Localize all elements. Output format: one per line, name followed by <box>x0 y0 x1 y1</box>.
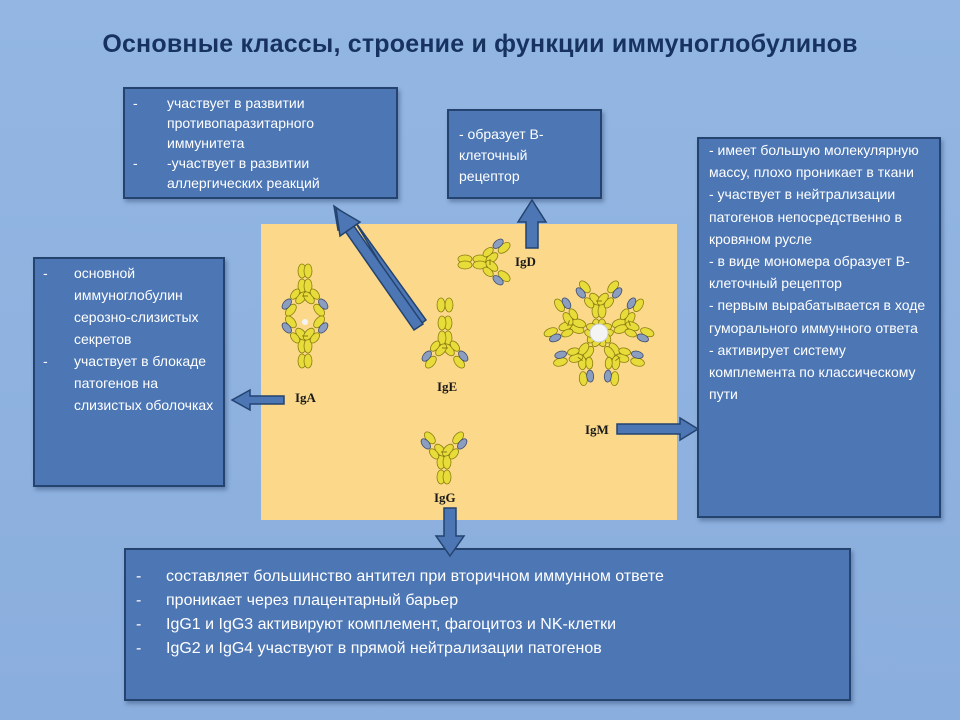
igg-molecule <box>417 430 470 484</box>
arrow-to-igg-box <box>434 507 466 558</box>
iga-molecule <box>278 264 331 368</box>
iga-description-box: основной иммуноглобулин серозно-слизисты… <box>33 257 225 487</box>
igd-molecule <box>458 235 512 288</box>
ige-molecule <box>418 297 471 370</box>
iga-label: IgA <box>295 390 317 405</box>
igg-fact-3: IgG1 и IgG3 активируют комплемент, фагоц… <box>126 613 841 637</box>
page-title: Основные классы, строение и функции имму… <box>102 30 858 58</box>
igg-fact-1: составляет большинство антител при втори… <box>126 565 841 589</box>
igd-label: IgD <box>515 254 536 269</box>
ige-fact-1: участвует в развитии противопаразитарног… <box>125 93 388 153</box>
igg-fact-2: проникает через плацентарный барьер <box>126 589 841 613</box>
iga-fact-2: участвует в блокаде патогенов на слизист… <box>35 350 217 416</box>
iga-fact-1: основной иммуноглобулин серозно-слизисты… <box>35 262 217 350</box>
arrow-to-ige-box-shaft <box>341 220 425 332</box>
arrow-to-igd-box <box>516 198 548 249</box>
igm-label: IgM <box>585 422 609 437</box>
arrow-to-igm-box <box>616 416 700 442</box>
igd-fact-1: - образует В-клеточный рецептор <box>459 126 544 184</box>
igm-fact-1: - имеет большую молекулярную массу, плох… <box>709 142 919 181</box>
igg-fact-4: IgG2 и IgG4 участвуют в прямой нейтрализ… <box>126 637 841 661</box>
igm-fact-3: - в виде мономера образует В-клеточный р… <box>709 253 910 292</box>
igd-description-box: - образует В-клеточный рецептор <box>447 109 602 199</box>
arrow-to-ige-box-head <box>335 206 362 238</box>
igg-label: IgG <box>434 490 456 505</box>
igm-molecule <box>539 279 658 392</box>
ige-label: IgE <box>437 379 457 394</box>
igm-fact-5: - активирует систему комплемента по клас… <box>709 341 916 403</box>
igm-fact-2: - участвует в нейтрализации патогенов не… <box>709 186 902 247</box>
arrow-to-iga-box <box>230 388 285 412</box>
ige-fact-2: -участвует в развитии аллергических реак… <box>125 153 388 193</box>
ige-description-box: участвует в развитии противопаразитарног… <box>123 87 398 199</box>
igm-fact-4: - первым вырабатывается в ходе гуморальн… <box>709 297 926 336</box>
igg-description-box: составляет большинство антител при втори… <box>124 548 851 701</box>
igm-description-box: - имеет большую молекулярную массу, плох… <box>697 137 941 518</box>
